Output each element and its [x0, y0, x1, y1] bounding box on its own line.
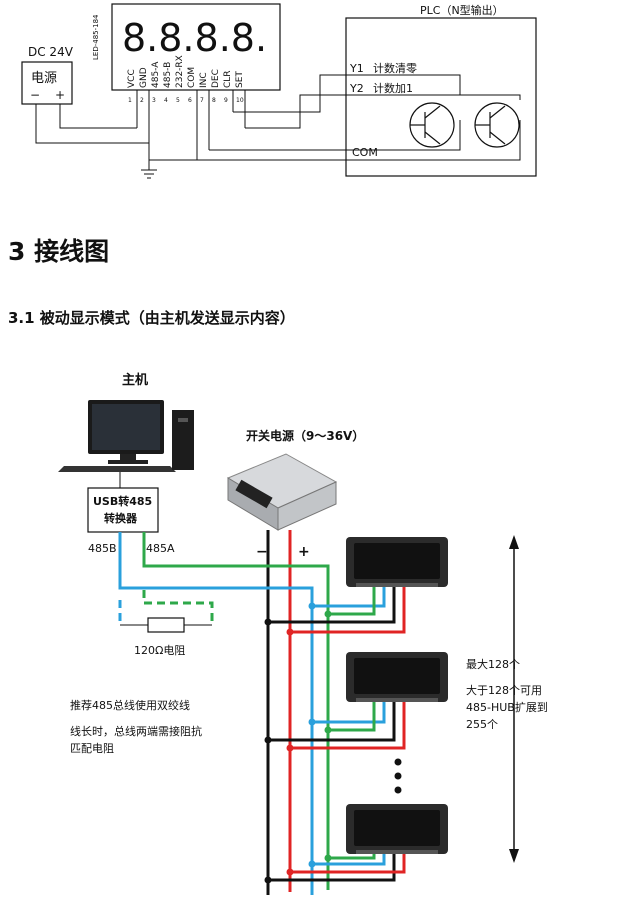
plc-y2-desc: 计数加1: [373, 82, 413, 95]
power-minus: −: [30, 88, 40, 102]
host-label: 主机: [122, 372, 148, 388]
pin-name: INC: [199, 72, 209, 88]
label-485a: 485A: [146, 542, 175, 555]
pin-number: 2: [140, 97, 144, 104]
pin-number: 5: [176, 97, 180, 104]
pin-name: CLR: [223, 70, 233, 88]
range-arrow: [509, 535, 519, 863]
section-heading: 3 接线图: [8, 237, 110, 266]
power-box: [21, 61, 73, 105]
display-module: [111, 3, 281, 91]
computer-icon: [58, 400, 194, 472]
psu-minus: −: [256, 544, 268, 560]
usb-485-converter: [87, 487, 159, 533]
termination-wire-a: [142, 590, 214, 625]
transistor-icon: [474, 102, 520, 148]
note-twisted-pair: 推荐485总线使用双绞线: [70, 698, 190, 712]
display-unit: [346, 652, 448, 702]
pin-number: 9: [224, 97, 228, 104]
power-voltage-label: DC 24V: [28, 45, 74, 59]
psu-icon: [226, 453, 338, 531]
display-unit: [346, 537, 448, 587]
pin-number: 8: [212, 97, 216, 104]
converter-line1: USB转485: [93, 494, 152, 508]
pin-number: 6: [188, 97, 192, 104]
pin-name: GND: [139, 67, 149, 88]
pin-name: COM: [187, 67, 197, 88]
transistor-icon: [409, 102, 455, 148]
plc-y1-desc: 计数清零: [373, 62, 417, 75]
psu-label: 开关电源（9～36V）: [246, 428, 364, 443]
plc-y1: Y1: [349, 62, 364, 75]
display-side-label: LED-485-184: [92, 14, 100, 60]
pin-name: 485-A: [151, 61, 161, 88]
power-plus: +: [55, 88, 65, 102]
top-wires: [35, 74, 521, 179]
power-box-text: 电源: [31, 71, 57, 86]
resistor-label: 120Ω电阻: [134, 644, 185, 657]
pin-labels: VCC GND 485-A 485-B 232-RX COM INC DEC C…: [127, 55, 245, 88]
section-subheading: 3.1 被动显示模式（由主机发送显示内容）: [8, 309, 295, 327]
label-485b: 485B: [88, 542, 117, 555]
junction-dots: [264, 602, 332, 884]
pin-number: 4: [164, 97, 168, 104]
note-termination-line2: 匹配电阻: [70, 742, 114, 755]
pin-name: DEC: [211, 69, 221, 88]
note-termination-line1: 线长时，总线两端需接阻抗: [70, 724, 202, 738]
plc-title: PLC（N型输出）: [420, 3, 504, 17]
converter-line2: 转换器: [104, 511, 138, 525]
display-unit: [346, 804, 448, 854]
plc-box: [345, 17, 537, 177]
pin-name: 232-RX: [175, 55, 185, 88]
pin-number: 7: [200, 97, 204, 104]
extend-line3: 255个: [466, 718, 498, 731]
psu-plus: +: [298, 544, 310, 560]
pin-name: VCC: [127, 69, 137, 88]
pin-name: SET: [235, 71, 245, 88]
pin-number: 3: [152, 97, 156, 104]
bus-wires: [118, 530, 330, 895]
pin-name: 485-B: [163, 62, 173, 88]
pin-number: 10: [236, 97, 244, 104]
plc-com: COM: [352, 146, 378, 159]
pin-number: 1: [128, 97, 132, 104]
more-devices-ellipsis: [394, 758, 402, 794]
plc-y2: Y2: [349, 82, 364, 95]
extend-line1: 大于128个可用: [466, 683, 542, 697]
pin-numbers: 1 2 3 4 5 6 7 8 9 10: [128, 97, 244, 104]
max-count-text: 最大128个: [466, 657, 520, 671]
extend-line2: 485-HUB扩展到: [466, 700, 548, 714]
resistor-icon: [147, 617, 185, 633]
display-digits: 8.8.8.8.: [122, 16, 267, 60]
